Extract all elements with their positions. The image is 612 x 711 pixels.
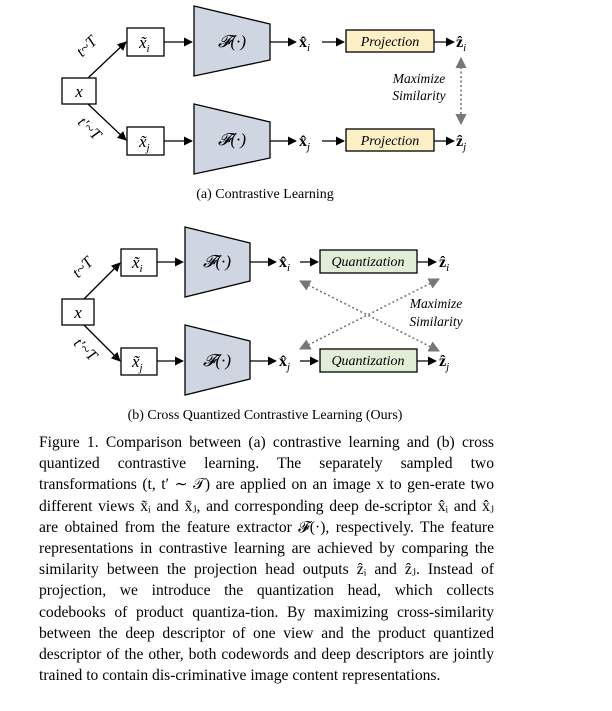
descriptor-i-label: x̂i [299,34,310,54]
cross-quantized-diagram: x t~T t′~T x̃i x̃j 𝓕(·) 𝓕(·) x̂i x̂j Qua… [61,226,463,396]
branch-bottom-line [83,324,121,362]
input-image-box [61,298,95,326]
output-j-label: ẑj [456,133,466,153]
similarity-label-line2: Similarity [409,314,462,329]
view-i-label: x̃i [131,253,143,275]
quantization-head-bottom-label: Quantization [331,354,404,369]
branch-bottom-line [87,103,127,141]
encoder-top [184,226,251,298]
view-j-label: x̃j [131,352,143,374]
projection-head-top [345,29,435,53]
cross-similarity-arrow-2 [298,278,441,350]
view-j-box [126,126,165,156]
encoder-bottom [193,103,271,175]
contrastive-learning-diagram: x t~T t′~T x̃i x̃j 𝓕(·) 𝓕(·) x̂i x̂j Pro… [61,5,467,175]
branch-top-line [83,262,121,300]
output-i-label: ẑi [456,34,466,54]
view-j-box [120,347,158,376]
similarity-label-line1: Maximize [392,71,445,86]
descriptor-j-label: x̂j [279,353,290,373]
transform-bottom-label: t′~T [74,114,105,145]
subfigure-b-caption: (b) Cross Quantized Contrastive Learning… [127,408,403,423]
encoder-top-label: 𝓕(·) [218,32,246,51]
transform-top-label: t~T [73,32,101,60]
figure-caption: Figure 1. Comparison between (a) contras… [39,434,494,685]
encoder-bottom-label: 𝓕(·) [218,130,246,149]
descriptor-i-label: x̂i [279,254,290,274]
similarity-label-line1: Maximize [409,296,462,311]
view-j-label: x̃j [138,132,150,154]
input-image-label: x [74,82,83,101]
encoder-bottom-label: 𝓕(·) [203,351,231,370]
input-image-box [61,77,97,105]
encoder-top [193,5,271,77]
projection-head-bottom-label: Projection [360,134,420,149]
output-i-label: ẑi [439,254,449,274]
subfigure-a-caption: (a) Contrastive Learning [196,187,334,202]
input-image-label: x [73,303,82,322]
output-j-label: ẑj [439,353,449,373]
projection-head-bottom [345,128,435,152]
projection-head-top-label: Projection [360,35,420,50]
transform-top-label: t~T [69,253,97,281]
descriptor-j-label: x̂j [299,133,310,153]
similarity-label-line2: Similarity [392,88,445,103]
quantization-head-top-label: Quantization [331,255,404,270]
transform-bottom-label: t′~T [70,335,101,366]
encoder-bottom [184,324,251,396]
branch-top-line [87,41,127,79]
view-i-label: x̃i [138,33,150,55]
view-i-box [120,248,158,277]
encoder-top-label: 𝓕(·) [203,252,231,271]
